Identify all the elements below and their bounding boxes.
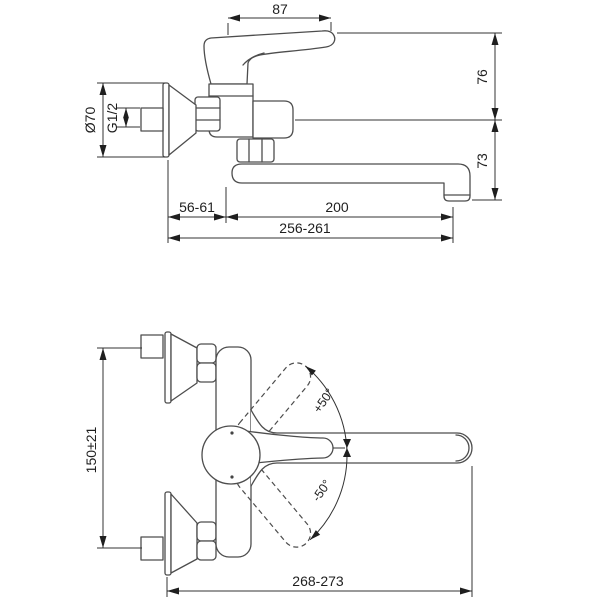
upper-union-nut-facet xyxy=(196,343,217,364)
handle-position-minus50 xyxy=(235,463,312,548)
lower-wall-pipe-stub xyxy=(140,536,164,561)
dim-label-handle-length: 87 xyxy=(272,1,288,17)
plan-view: +50° -50° 150±21 268-273 xyxy=(83,331,473,597)
upper-escutcheon-plate xyxy=(164,331,172,404)
upper-union-nut-facet xyxy=(196,362,217,383)
dim-label-height-above: 76 xyxy=(474,69,490,85)
dim-label-inlet-distance: 150±21 xyxy=(83,426,99,473)
escutcheon-plate xyxy=(162,82,170,158)
dim-inlet-distance: 150±21 xyxy=(83,347,142,549)
dim-label-total-depth: 268-273 xyxy=(292,573,344,589)
spout-plan xyxy=(250,409,473,487)
dim-label-escutcheon-diameter: Ø70 xyxy=(82,107,98,134)
lever-handle-side xyxy=(203,30,336,85)
lower-union-nut-facet xyxy=(196,521,217,542)
dome-mark-top xyxy=(230,431,234,435)
lower-escutcheon-cone xyxy=(170,493,198,574)
cartridge-dome xyxy=(201,425,261,485)
spout-end-detail xyxy=(455,434,470,462)
lever-plan-fill xyxy=(246,431,333,464)
dim-label-spout-reach: 200 xyxy=(325,199,349,215)
escutcheon-cone xyxy=(168,84,197,156)
dome-mark-bottom xyxy=(230,475,234,479)
dim-label-total-reach: 256-261 xyxy=(279,220,331,236)
wall-union-nut-facets xyxy=(194,107,221,121)
upper-escutcheon-cone xyxy=(170,333,198,402)
spout-plan-fill xyxy=(251,410,472,486)
lower-union-nut-facet xyxy=(196,540,217,561)
dim-label-thread-size: G1/2 xyxy=(104,103,120,134)
upper-wall-pipe-stub xyxy=(140,334,164,359)
dim-total-depth: 268-273 xyxy=(166,466,473,597)
dim-label-height-below: 73 xyxy=(474,153,490,169)
dim-heights: 76 73 xyxy=(295,32,502,201)
spout-nut xyxy=(236,138,275,163)
wall-union-nut xyxy=(194,96,221,132)
wall-pipe-stub xyxy=(140,107,164,132)
side-view: 87 76 73 Ø70 G1/2 xyxy=(82,1,502,243)
spout-nut-facets xyxy=(248,138,263,163)
lower-escutcheon-plate xyxy=(164,491,172,576)
handle-position-plus50 xyxy=(235,362,312,447)
dim-thread-size: G1/2 xyxy=(104,103,140,134)
spout-side xyxy=(231,163,471,202)
upper-inlet-assembly xyxy=(140,331,217,404)
spout-holder-block xyxy=(252,100,294,139)
lever-detail-line xyxy=(242,52,265,66)
dim-label-wall-to-body: 56-61 xyxy=(179,199,215,215)
dim-handle-length: 87 xyxy=(227,1,332,35)
handle-neutral-position-marker xyxy=(333,439,351,457)
dim-reach-group: 56-61 200 256-261 xyxy=(167,160,454,243)
dim-escutcheon-diameter: Ø70 xyxy=(82,82,165,158)
